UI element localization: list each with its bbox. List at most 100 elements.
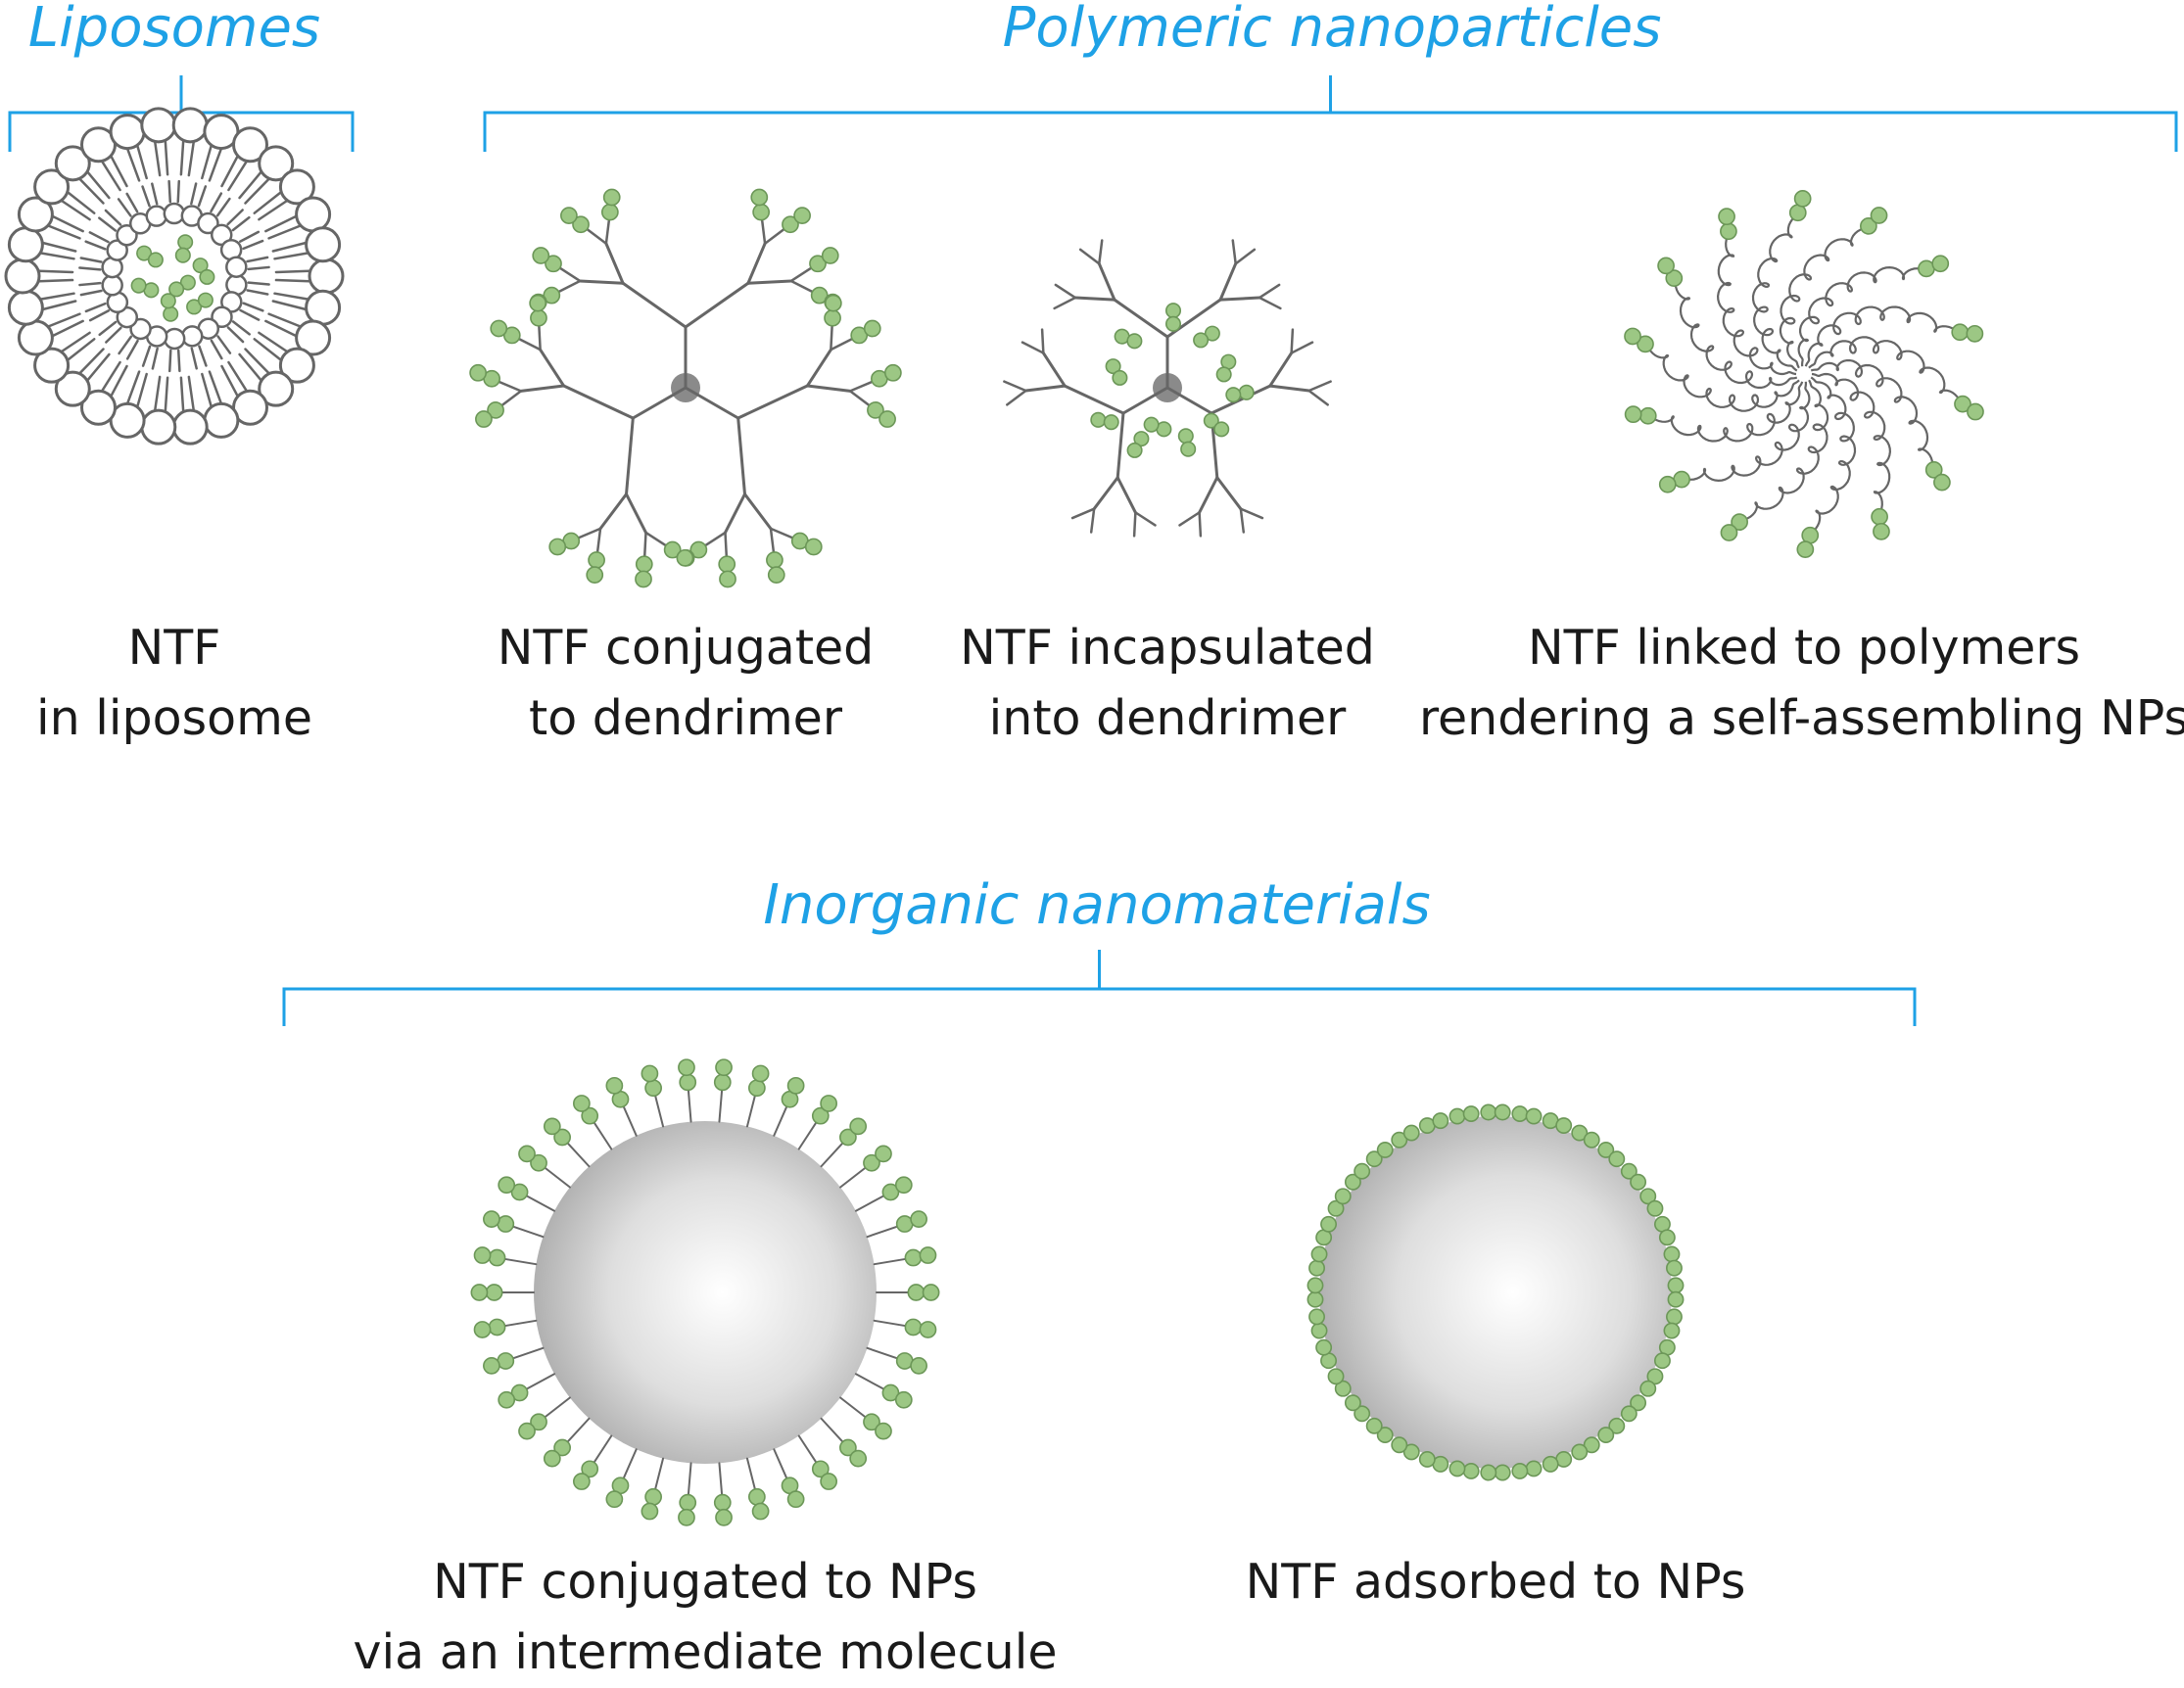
- nanoparticle-sphere: [534, 1121, 877, 1464]
- lipid-tail: [197, 185, 208, 208]
- dendrimer-terminal: [538, 322, 542, 352]
- lipid-tail: [47, 312, 81, 328]
- dendrimer-branch: [1092, 476, 1119, 511]
- ntf-molecule: [678, 1058, 697, 1092]
- dendrimer-terminal: [1021, 341, 1045, 354]
- dendrimer-terminal: [763, 226, 787, 246]
- lipid-tail: [176, 179, 181, 204]
- lipid-tail: [141, 185, 151, 208]
- ntf-molecule: [1620, 1162, 1647, 1191]
- lipid-tail: [220, 155, 239, 188]
- lipid-tail: [79, 289, 103, 297]
- lipid-tail: [190, 182, 198, 206]
- caption-self-assembling: NTF linked to polymers rendering a self-…: [1418, 620, 2184, 746]
- linker-molecule: [593, 1434, 613, 1464]
- dendrimer-terminal: [575, 527, 602, 540]
- ntf-molecule: [136, 245, 164, 268]
- linker-molecule: [593, 1121, 613, 1150]
- ntf-molecule: [766, 551, 785, 584]
- ntf-molecule: [1225, 384, 1255, 403]
- lipid-tail: [164, 376, 169, 412]
- caption-liposome: NTF in liposome: [36, 620, 312, 746]
- ntf-molecule: [174, 234, 194, 263]
- ntf-molecule: [1344, 1162, 1371, 1191]
- dendrimer-terminal: [496, 379, 523, 393]
- lipid-tail: [247, 281, 270, 286]
- polymer-chain: [1810, 359, 1934, 472]
- ntf-molecule: [781, 1477, 805, 1509]
- lipid-tail: [167, 349, 172, 373]
- ntf-molecule: [1860, 207, 1888, 235]
- ntf-molecule: [1918, 255, 1950, 278]
- lipid-head-outer: [295, 319, 332, 356]
- dendrimer-branch: [562, 384, 635, 420]
- polymer-chain: [1674, 276, 1798, 389]
- ntf-molecule: [1663, 1245, 1683, 1277]
- ntf-molecule: [641, 1487, 662, 1521]
- ntf-molecule: [1448, 1460, 1480, 1479]
- nanoparticle-sphere: [1319, 1116, 1672, 1469]
- ntf-molecule: [1308, 1245, 1328, 1277]
- lipid-tail: [39, 252, 75, 260]
- dendrimer-branch: [621, 281, 688, 329]
- dendrimer-branch: [1116, 411, 1125, 480]
- lipid-tail: [78, 348, 105, 375]
- dendrimer-terminal: [769, 527, 796, 540]
- lipid-tail: [154, 375, 162, 411]
- lipid-head-inner: [180, 325, 204, 348]
- polymer-chain: [1680, 381, 1811, 483]
- lipid-head-inner: [145, 205, 168, 227]
- dendrimer-terminal: [1003, 380, 1027, 393]
- ntf-molecule: [1327, 1368, 1352, 1397]
- dendrimer-terminal: [1078, 248, 1101, 265]
- ntf-molecule: [1126, 431, 1150, 458]
- ntf-molecule: [895, 1210, 927, 1233]
- ntf-molecule: [904, 1246, 937, 1267]
- lipid-head-outer: [258, 145, 295, 182]
- dendrimer-branch: [1113, 298, 1169, 339]
- dendrimer-terminal: [644, 531, 669, 548]
- ntf-molecule: [1308, 1308, 1328, 1339]
- lipid-tail: [253, 338, 282, 361]
- self-assembling-polymer-illustration: [1624, 189, 1984, 559]
- lipid-head-inner: [163, 327, 186, 351]
- ntf-molecule: [1718, 208, 1737, 241]
- ntf-molecule: [850, 319, 881, 345]
- lipid-tail: [141, 345, 152, 367]
- lipid-head-outer: [295, 196, 332, 233]
- dendrimer-terminal: [848, 379, 876, 393]
- dendrimer-branch: [684, 281, 750, 329]
- dendrimer-branch: [1210, 384, 1272, 415]
- ntf-molecule: [1796, 526, 1820, 559]
- ntf-molecule: [1143, 416, 1172, 438]
- ntf-molecule: [572, 1460, 599, 1490]
- linker-molecule: [566, 1417, 591, 1443]
- polymer-chain: [1645, 341, 1800, 412]
- linker-molecule: [854, 1195, 885, 1212]
- ntf-molecule: [811, 1460, 838, 1490]
- linker-molecule: [687, 1089, 692, 1123]
- ntf-molecule: [1193, 325, 1220, 349]
- ntf-molecule: [641, 1064, 662, 1098]
- linker-molecule: [797, 1434, 818, 1464]
- ntf-molecule: [824, 294, 842, 327]
- linker-molecule: [839, 1166, 867, 1189]
- ntf-molecule: [600, 188, 621, 221]
- ntf-molecule: [713, 1058, 733, 1092]
- linker-molecule: [745, 1095, 756, 1128]
- dendrimer-terminal: [557, 265, 582, 283]
- lipid-tail: [78, 281, 102, 287]
- dendrimer-terminal: [848, 390, 873, 408]
- ntf-molecule: [1597, 1141, 1626, 1168]
- polymer-chain: [1811, 372, 1892, 518]
- dendrimer-terminal: [1006, 389, 1027, 406]
- linker-molecule: [512, 1225, 545, 1239]
- dendrimer-branch: [746, 242, 767, 285]
- dendrimer-terminal: [1198, 511, 1203, 538]
- ntf-molecule: [473, 1246, 506, 1267]
- ntf-molecule: [881, 1176, 913, 1201]
- ntf-molecule: [475, 401, 504, 428]
- ntf-molecule: [498, 1176, 529, 1201]
- polymer-chain: [1737, 379, 1829, 522]
- dendrimer-branch: [746, 279, 793, 285]
